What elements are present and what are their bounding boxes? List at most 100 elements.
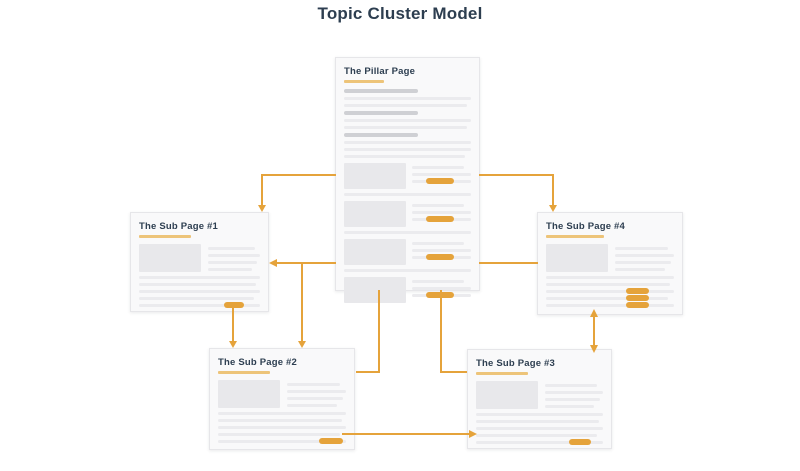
skeleton-text-line	[412, 216, 471, 222]
sub-page-1-title: The Sub Page #1	[139, 221, 219, 232]
skeleton-text-line	[344, 269, 471, 272]
skeleton-text-line	[546, 302, 674, 308]
skeleton-text-line	[344, 104, 468, 107]
cta-button-pill	[426, 254, 454, 260]
image-placeholder	[344, 201, 406, 227]
skeleton-text-line	[344, 141, 471, 144]
skeleton-text-line	[476, 413, 603, 416]
arrow-sub2-to-sub3-left	[342, 430, 477, 438]
pillar-content-block	[344, 277, 471, 303]
arrow-branch-to-sub2-top	[298, 263, 306, 348]
pillar-content-block	[344, 201, 471, 227]
sub-page-2-card: The Sub Page #2	[209, 348, 355, 450]
skeleton-text-line	[412, 242, 464, 245]
page-title: Topic Cluster Model	[317, 4, 483, 23]
skeleton-text-line	[218, 433, 340, 436]
skeleton-text-line	[615, 268, 666, 271]
skeleton-text-line	[287, 397, 344, 400]
skeleton-text-line	[615, 254, 674, 257]
skeleton-heading-bar	[344, 133, 418, 137]
skeleton-text-line	[412, 211, 471, 214]
arrow-pillar-to-sub1-top	[258, 174, 336, 212]
skeleton-text-line	[545, 398, 601, 401]
skeleton-text-line	[545, 391, 603, 394]
skeleton-text-line	[476, 420, 600, 423]
pillar-content-block	[344, 163, 471, 189]
image-placeholder	[218, 380, 280, 408]
skeleton-text-line	[546, 283, 671, 286]
card-subtitle-line	[476, 372, 528, 375]
skeleton-text-line	[412, 254, 471, 260]
skeleton-text-line	[412, 173, 471, 176]
skeleton-text-line	[476, 427, 603, 430]
skeleton-text-line	[344, 155, 465, 158]
arrow-pillar-to-sub4-top	[479, 174, 557, 212]
skeleton-text-line	[545, 384, 598, 387]
cta-button-pill	[569, 439, 591, 445]
image-placeholder	[344, 239, 406, 265]
double-arrow-sub3-sub4	[590, 309, 598, 353]
card-subtitle-line	[218, 371, 270, 374]
cta-button-pill	[426, 216, 454, 222]
skeleton-text-line	[412, 178, 471, 184]
skeleton-text-line	[546, 288, 674, 294]
skeleton-text-line	[412, 166, 464, 169]
cta-button-pill	[626, 302, 649, 308]
sub-page-1-card: The Sub Page #1	[130, 212, 269, 312]
sub-page-3-card: The Sub Page #3	[467, 349, 612, 449]
skeleton-heading-bar	[344, 111, 418, 115]
arrow-pillar-to-sub1-right	[269, 259, 336, 267]
cta-button-pill	[319, 438, 343, 444]
card-subtitle-line	[139, 235, 191, 238]
skeleton-text-line	[287, 383, 341, 386]
pillar-page-card: The Pillar Page	[335, 57, 480, 303]
skeleton-text-line	[139, 297, 254, 300]
skeleton-text-line	[344, 231, 471, 234]
cta-button-pill	[426, 292, 454, 298]
skeleton-text-line	[208, 254, 260, 257]
skeleton-text-line	[344, 119, 471, 122]
skeleton-text-line	[208, 261, 258, 264]
skeleton-text-line	[208, 247, 255, 250]
skeleton-text-line	[476, 434, 597, 437]
image-placeholder	[344, 277, 406, 303]
card-subtitle-line	[344, 80, 384, 83]
sub-page-4-title: The Sub Page #4	[546, 221, 626, 232]
skeleton-text-line	[208, 268, 253, 271]
skeleton-text-line	[412, 204, 464, 207]
image-placeholder	[476, 381, 538, 409]
skeleton-text-line	[412, 292, 471, 298]
skeleton-text-line	[139, 276, 260, 279]
sub-page-2-title: The Sub Page #2	[218, 357, 298, 368]
skeleton-text-line	[287, 404, 338, 407]
pillar-page-title: The Pillar Page	[344, 66, 416, 77]
pillar-content-block	[344, 239, 471, 265]
skeleton-text-line	[287, 390, 346, 393]
cta-button-pill	[224, 302, 244, 308]
skeleton-text-line	[218, 438, 346, 444]
sub-page-4-card: The Sub Page #4	[537, 212, 683, 315]
skeleton-text-line	[139, 283, 257, 286]
skeleton-text-line	[344, 148, 471, 151]
skeleton-heading-bar	[344, 89, 418, 93]
skeleton-text-line	[545, 405, 595, 408]
card-subtitle-line	[546, 235, 604, 238]
skeleton-text-line	[218, 426, 346, 429]
skeleton-text-line	[218, 419, 343, 422]
skeleton-text-line	[546, 295, 668, 301]
cta-button-pill	[626, 288, 649, 294]
skeleton-text-line	[139, 290, 260, 293]
sub-page-3-title: The Sub Page #3	[476, 358, 556, 369]
skeleton-text-line	[344, 126, 468, 129]
skeleton-text-line	[412, 249, 471, 252]
image-placeholder	[546, 244, 608, 272]
skeleton-text-line	[139, 302, 260, 308]
skeleton-text-line	[344, 97, 471, 100]
skeleton-text-line	[615, 261, 672, 264]
cta-button-pill	[426, 178, 454, 184]
skeleton-text-line	[344, 193, 471, 196]
cta-button-pill	[626, 295, 649, 301]
skeleton-text-line	[412, 280, 464, 283]
skeleton-text-line	[218, 412, 346, 415]
